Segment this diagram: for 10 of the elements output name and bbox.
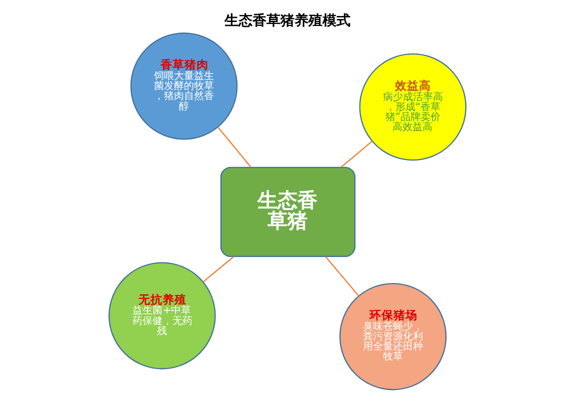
diagram-title: 生态香草猪养殖模式: [224, 12, 350, 29]
node-circle: 香草猪肉 饲喂大量益生菌发酵的牧草，猪肉自然香醇: [130, 32, 238, 140]
connector: [217, 126, 252, 168]
node-circle: 无抗养殖 益生菌+中草药保健，无药残: [108, 262, 216, 370]
node-box: 生态香草猪: [220, 166, 356, 258]
node-circle: 效益高 病少成活率高，形成“香草猪”品牌卖价高效益高: [359, 53, 466, 161]
connector: [340, 140, 373, 168]
connector: [202, 256, 234, 282]
node-circle: 环保猪场 臭味苍蝇少，粪污资源化利用全量还田种牧草: [339, 282, 447, 390]
connector: [325, 256, 360, 296]
